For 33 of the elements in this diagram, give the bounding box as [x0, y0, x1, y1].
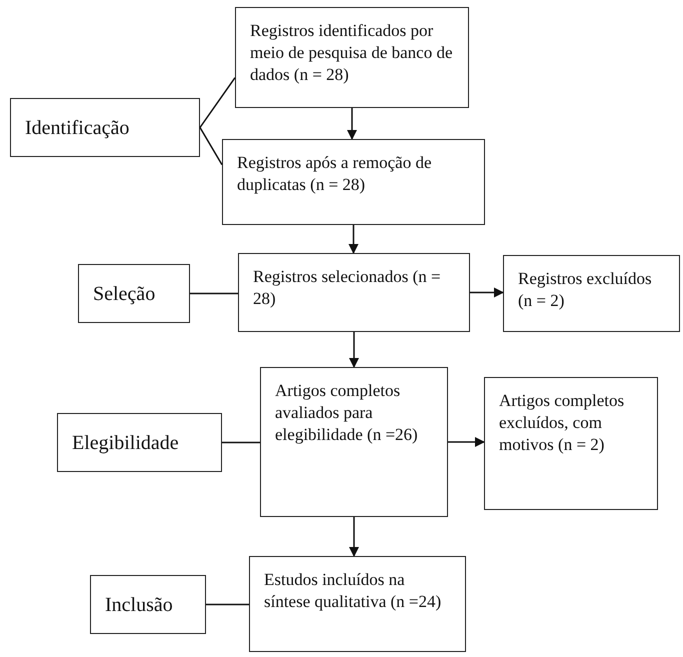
box-text: Elegibilidade — [72, 430, 179, 456]
stage-box — [90, 575, 206, 634]
box-text: Artigos completos avaliados para elegibilidade (n =26) — [275, 380, 419, 446]
box-text: Estudos incluídos na síntese qualitativa (n =24) — [264, 569, 442, 614]
box-text: Registros excluídos (n = 2) — [518, 268, 653, 312]
arrow — [448, 437, 485, 447]
stage-box — [57, 413, 222, 472]
box-text: Registros após a remoção de duplicatas (n = 28) — [237, 152, 432, 196]
arrow — [470, 288, 504, 298]
arrow — [349, 332, 359, 368]
process-box — [249, 556, 466, 652]
process-box — [503, 255, 680, 332]
box-text: Inclusão — [105, 592, 173, 618]
process-box — [235, 7, 469, 108]
connector-line — [190, 292, 238, 294]
connector-line — [206, 604, 249, 606]
arrow — [348, 225, 358, 254]
process-box — [238, 253, 470, 332]
box-text: Seleção — [93, 282, 156, 306]
process-box — [484, 377, 658, 510]
box-text: Registros identificados por meio de pesquisa de banco de dados (n = 28) — [250, 20, 454, 86]
arrow — [347, 108, 357, 140]
box-text: Artigos completos excluídos, com motivos (n = 2) — [499, 390, 626, 456]
arrow — [349, 517, 359, 557]
stage-box — [10, 98, 200, 157]
process-box — [222, 139, 485, 225]
box-text: Registros selecionados (n = 28) — [253, 266, 442, 310]
connector-line — [199, 127, 223, 166]
connector-line — [199, 77, 236, 128]
stage-box — [78, 264, 190, 323]
connector-line — [222, 442, 260, 444]
box-text: Identificação — [25, 116, 130, 140]
process-box — [260, 367, 448, 517]
